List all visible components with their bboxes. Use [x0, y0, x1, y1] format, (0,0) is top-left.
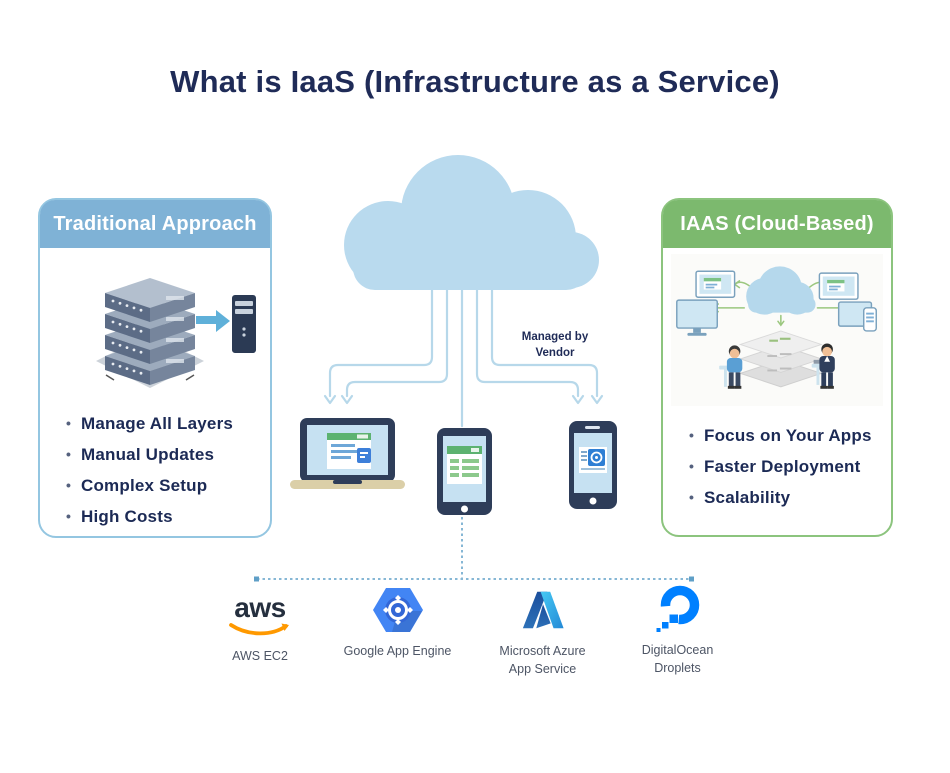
- server-stack-icon: [96, 278, 256, 388]
- provider-label-line: Google App Engine: [343, 644, 452, 658]
- list-item: Focus on Your Apps: [689, 426, 883, 446]
- bullet-text: Complex Setup: [81, 476, 208, 495]
- provider-label-line: Droplets: [654, 660, 701, 675]
- infrastructure-layers: [738, 330, 823, 388]
- provider-label: AWS EC2: [205, 648, 315, 666]
- provider-label: Microsoft Azure App Service: [485, 643, 600, 678]
- device-screens: [676, 270, 877, 336]
- cloud-users-illustration: [671, 254, 883, 406]
- bullet-text: Faster Deployment: [704, 457, 861, 476]
- provider-label: DigitalOcean Droplets: [620, 642, 735, 677]
- vendor-connection-lines: [323, 283, 604, 428]
- traditional-approach-panel: Traditional Approach: [38, 198, 272, 538]
- server-slabs: [105, 278, 195, 385]
- server-stack-illustration: [40, 254, 270, 402]
- aws-smile-icon: [229, 622, 289, 635]
- provider-label-line: DigitalOcean: [641, 643, 714, 657]
- mini-cloud-icon: [746, 266, 816, 315]
- managed-by-line2: Vendor: [535, 346, 575, 359]
- list-item: High Costs: [66, 507, 262, 527]
- tower-pc-icon: [232, 295, 256, 353]
- bullet-text: Manage All Layers: [81, 414, 234, 433]
- provider-connector-lines: [254, 517, 694, 582]
- provider-microsoft-azure: Microsoft Azure App Service: [485, 583, 600, 678]
- iaas-cloud-panel: IAAS (Cloud-Based): [661, 198, 893, 537]
- bullet-text: Scalability: [704, 488, 791, 507]
- google-app-engine-logo: [340, 583, 455, 637]
- bullet-text: Manual Updates: [81, 445, 215, 464]
- provider-aws-ec2: aws AWS EC2: [205, 588, 315, 666]
- provider-digitalocean: DigitalOcean Droplets: [620, 582, 735, 677]
- digitalocean-logo: [620, 582, 735, 636]
- page-title: What is IaaS (Infrastructure as a Servic…: [170, 64, 780, 99]
- right-arrow-icon: [196, 310, 230, 332]
- cloud-users-icon: [676, 266, 877, 389]
- aws-logo: aws: [205, 588, 315, 642]
- provider-google-app-engine: Google App Engine: [340, 583, 455, 661]
- aws-logo-text: aws: [234, 591, 286, 623]
- list-item: Faster Deployment: [689, 457, 883, 477]
- managed-by-vendor-label: Managed by Vendor: [500, 330, 610, 361]
- list-item: Manage All Layers: [66, 414, 262, 434]
- iaas-cloud-header: IAAS (Cloud-Based): [663, 200, 891, 248]
- person-right: [811, 343, 835, 389]
- bullet-text: High Costs: [81, 507, 173, 526]
- bullet-text: Focus on Your Apps: [704, 426, 872, 445]
- list-item: Manual Updates: [66, 445, 262, 465]
- provider-label-line: AWS EC2: [232, 649, 288, 663]
- gae-hexagon-icon: [372, 588, 423, 632]
- list-item: Complex Setup: [66, 476, 262, 496]
- managed-by-line1: Managed by: [521, 331, 589, 343]
- cloud-icon: [344, 155, 599, 290]
- traditional-bullet-list: Manage All Layers Manual Updates Complex…: [40, 414, 270, 527]
- list-item: Scalability: [689, 488, 883, 508]
- provider-label-line: App Service: [508, 661, 577, 676]
- provider-label-line: Microsoft Azure: [499, 644, 586, 658]
- tablet-icon: [437, 428, 492, 515]
- person-left: [719, 345, 743, 389]
- traditional-approach-header: Traditional Approach: [40, 200, 270, 248]
- iaas-bullet-list: Focus on Your Apps Faster Deployment Sca…: [663, 426, 891, 508]
- azure-a-icon: [522, 591, 564, 629]
- azure-logo: [485, 583, 600, 637]
- provider-label: Google App Engine: [340, 643, 455, 661]
- digitalocean-circle-icon: [656, 585, 699, 632]
- smartphone-icon: [569, 421, 617, 509]
- cloud-illustration: [290, 155, 617, 515]
- laptop-icon: [290, 418, 405, 489]
